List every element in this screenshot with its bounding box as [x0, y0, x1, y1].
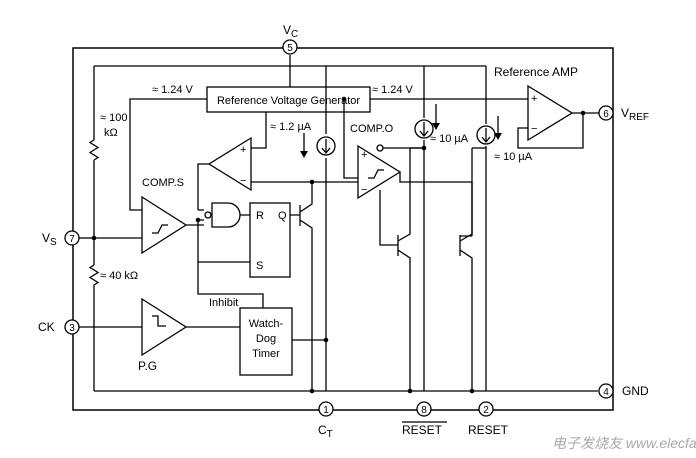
package-outline: [72, 47, 614, 411]
current-arrow: [321, 139, 331, 155]
vc-bus: [94, 55, 486, 87]
pin-reset-num: 2: [483, 405, 489, 416]
pin-vref: [598, 105, 614, 121]
pin-ct: [318, 401, 334, 417]
pin-gnd-name: GND: [622, 384, 649, 398]
pin-name: V: [283, 23, 291, 37]
current-arrow: [481, 128, 491, 144]
resistor-100k: [88, 139, 100, 161]
pin-vc: [282, 39, 298, 55]
pg-triangle: [141, 297, 188, 357]
comp-mid-triangle: [207, 136, 252, 192]
pin-name: V: [42, 231, 50, 245]
pin-sub: C: [291, 29, 298, 40]
pg-label: P.G: [138, 359, 157, 373]
ref-amp-label: Reference AMP: [494, 65, 578, 79]
comp-o-triangle: [357, 144, 402, 200]
inhibit-wire: [197, 262, 264, 308]
junction: [580, 110, 586, 116]
pin-gnd-num: 4: [603, 387, 609, 398]
pin-vref-name: VREF: [621, 106, 649, 123]
hysteresis-icon: [152, 224, 168, 234]
label-1.24v-left: ≈ 1.24 V: [152, 84, 194, 96]
watermark: 电子发烧友 www.elecfans.com: [552, 435, 696, 451]
pin-vs-name: VS: [42, 231, 57, 248]
minus-sign: −: [240, 175, 246, 187]
pin-name: C: [318, 423, 327, 437]
junction: [309, 388, 315, 394]
watchdog-label-2: Dog: [256, 333, 276, 345]
comp-s-label: COMP.S: [142, 177, 184, 189]
pin-sub: T: [327, 429, 333, 440]
pulse-icon: [152, 315, 166, 327]
junction: [195, 217, 201, 223]
nand-bubble: [204, 211, 212, 219]
pin-vref-num: 6: [603, 109, 609, 120]
current-arrow: [419, 122, 429, 138]
junction: [323, 337, 329, 343]
minus-sign: −: [531, 123, 537, 135]
label-10ua-a: ≈ 10 µA: [430, 133, 469, 145]
ff-s: S: [256, 260, 263, 272]
ref-amp-triangle: [527, 84, 574, 142]
ff-r: R: [256, 210, 264, 222]
plus-sign: +: [531, 93, 537, 105]
comp-o-label: COMP.O: [350, 123, 394, 135]
watchdog-label-3: Timer: [252, 348, 280, 360]
pin-ct-num: 1: [323, 405, 329, 416]
comp-o-drive: [379, 172, 473, 246]
comp-mid-wires: [197, 112, 358, 210]
ff-q: Q: [278, 210, 287, 222]
flip-flop-box: [249, 202, 291, 278]
junction: [469, 388, 475, 394]
ref-gen-label: Reference Voltage Generator: [217, 95, 360, 107]
pin-reset: [478, 401, 494, 417]
label-100k-a: ≈ 100: [100, 112, 127, 124]
pin-vc-name: VC: [283, 23, 298, 40]
pin-ck: [64, 319, 80, 335]
flow-arrow-head: [494, 133, 502, 140]
nand-gate: [211, 202, 241, 228]
pin-sub: REF: [629, 112, 649, 123]
label-100k-b: kΩ: [104, 127, 118, 139]
hysteresis-icon: [368, 169, 384, 179]
comp-o-output-bubble: [376, 144, 384, 152]
pin-ck-num: 3: [69, 323, 75, 334]
label-40k: ≈ 40 kΩ: [100, 270, 138, 282]
nand-wires: [197, 209, 250, 263]
label-1.2ua: ≈ 1.2 µA: [270, 121, 312, 133]
pin-vc-num: 5: [287, 43, 293, 54]
label-10ua-b: ≈ 10 µA: [494, 151, 533, 163]
pin-gnd: [598, 383, 614, 399]
pin-sub: S: [50, 237, 57, 248]
pin-ct-name: CT: [318, 423, 333, 440]
minus-sign: −: [361, 184, 367, 196]
plus-sign: +: [361, 149, 367, 161]
comp-s-wires: [94, 224, 204, 239]
label-1.24v-right: ≈ 1.24 V: [372, 84, 414, 96]
q-transistor: [290, 182, 313, 391]
pin-reset-bar: [416, 401, 432, 417]
pin-reset-bar-num: 8: [421, 405, 427, 416]
reset-b-transistor: [397, 148, 411, 391]
plus-sign: +: [240, 144, 246, 156]
watchdog-label-1: Watch-: [249, 318, 284, 330]
junction: [407, 388, 413, 394]
pin-reset-bar-name: RESET: [402, 423, 443, 437]
inhibit-label: Inhibit: [209, 297, 238, 309]
junction: [341, 96, 347, 102]
pin-name: V: [621, 106, 629, 120]
wire-vref-left: [129, 98, 207, 211]
pin-vs-num: 7: [69, 234, 75, 245]
resistor-40k: [88, 264, 100, 288]
flow-arrow-head: [300, 151, 308, 158]
flow-arrow-head: [432, 123, 440, 130]
pin-ck-name: CK: [38, 320, 55, 334]
pin-reset-name: RESET: [468, 423, 509, 437]
reset-transistor: [459, 148, 473, 391]
watchdog-timer-box: [239, 307, 293, 376]
wire-to-compo: [343, 99, 358, 179]
